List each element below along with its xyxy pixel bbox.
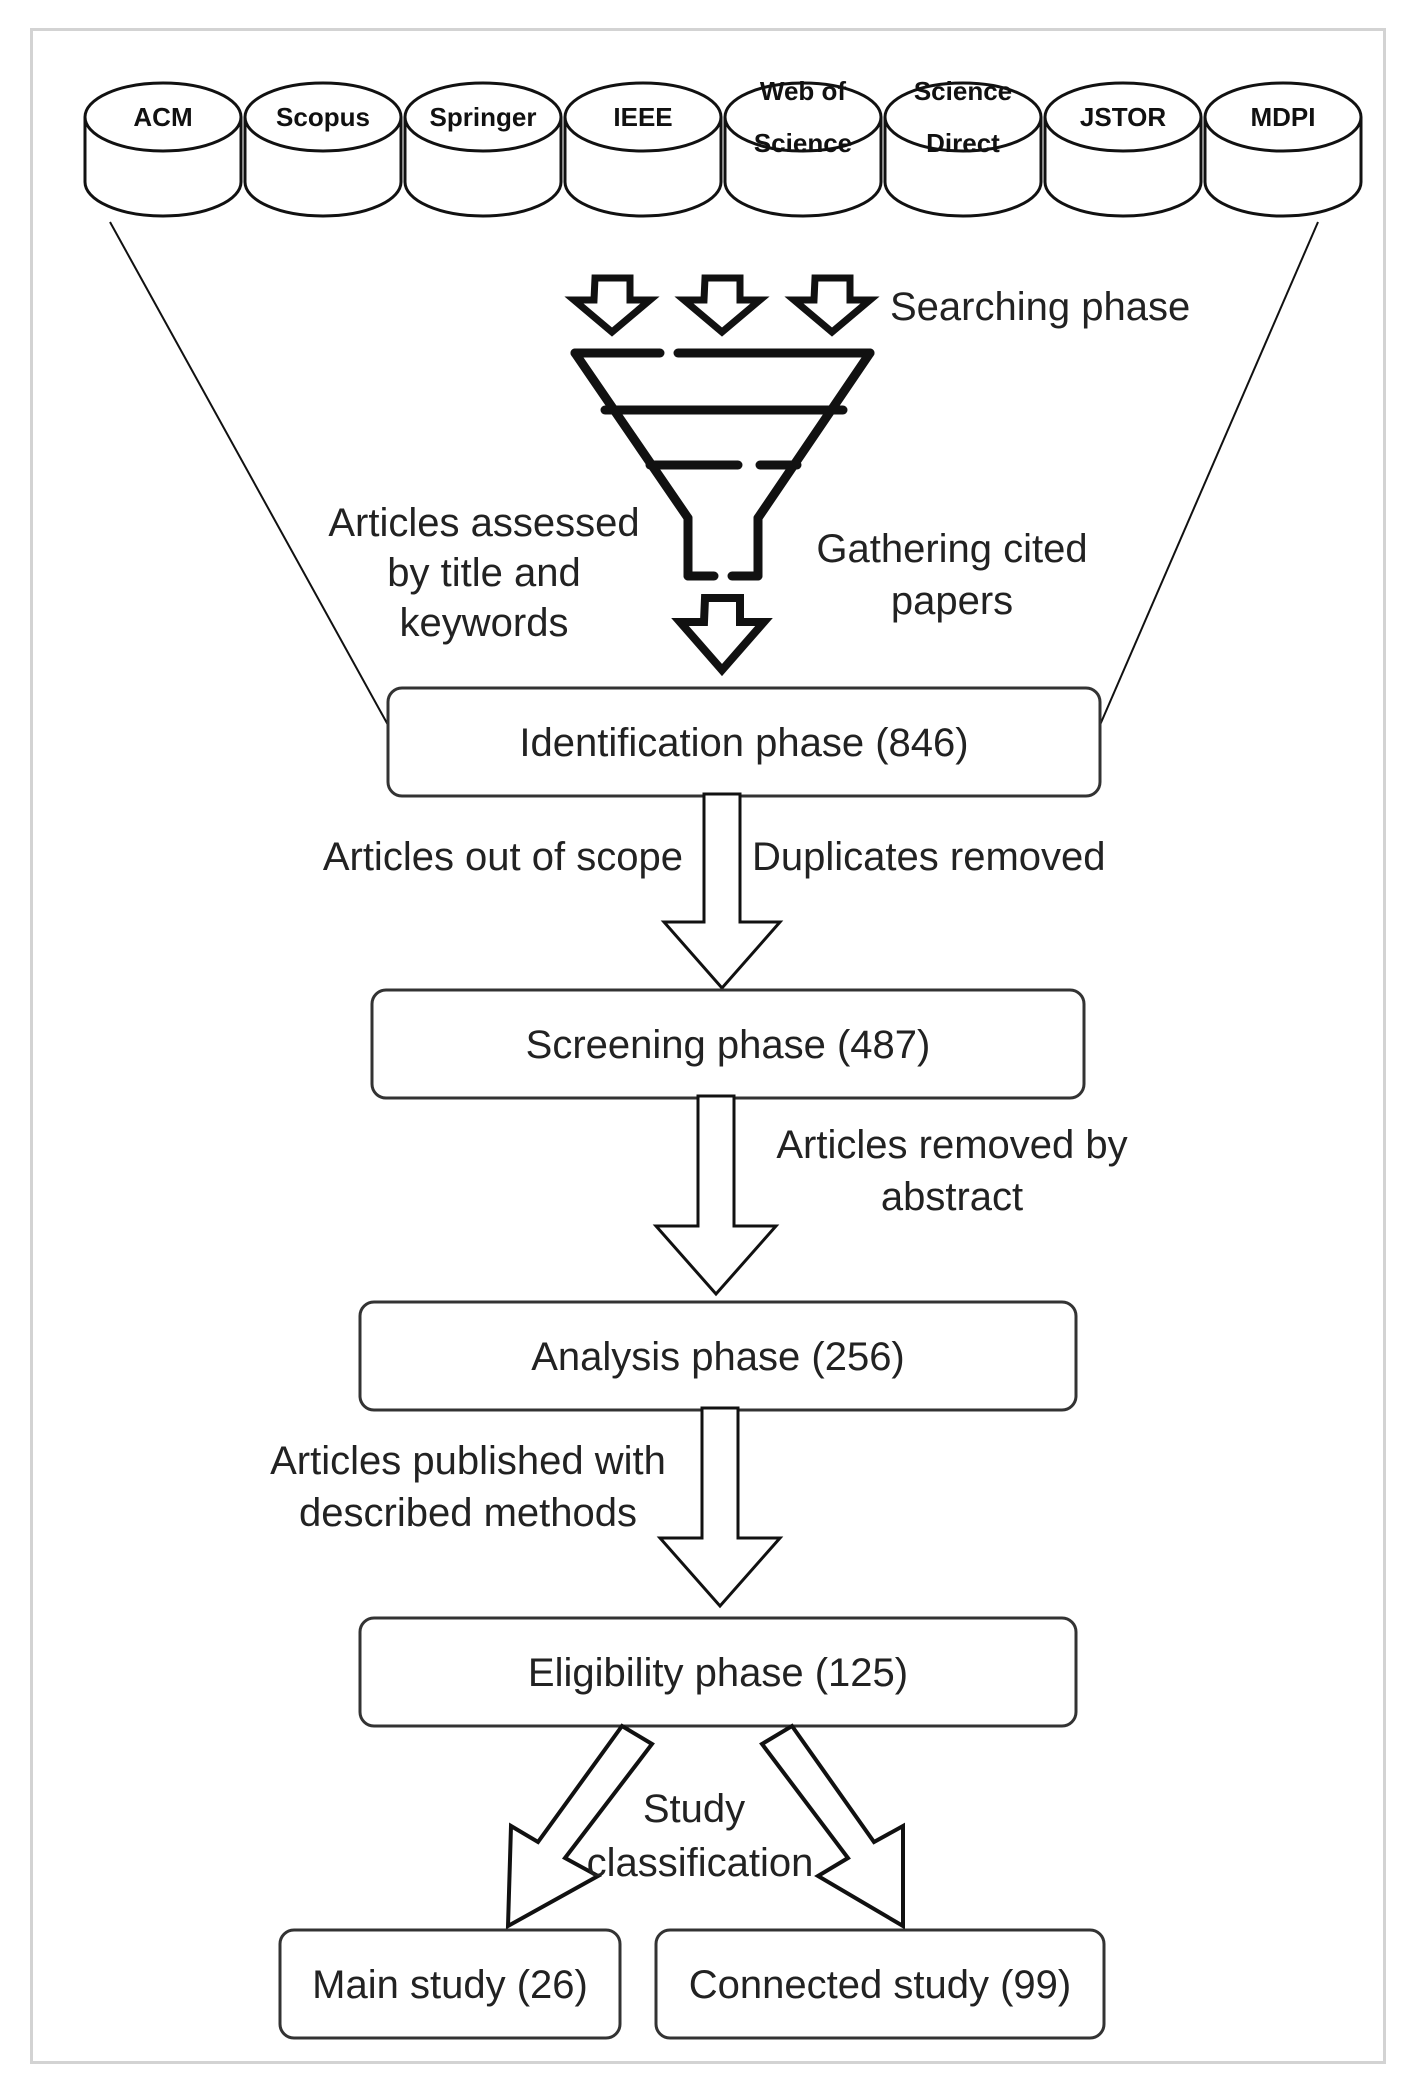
database-label: JSTOR	[1080, 102, 1166, 132]
connected-study-label: Connected study (99)	[689, 1963, 1071, 2007]
published-methods-line: Articles published with	[270, 1439, 666, 1483]
database-label: Web of	[760, 76, 847, 106]
study-classification-line: classification	[587, 1841, 814, 1885]
down-arrow-icon	[564, 274, 660, 337]
down-arrow-icon	[674, 274, 770, 337]
database-label: Science	[754, 128, 852, 158]
main-study-label: Main study (26)	[312, 1963, 588, 2007]
connected-study-box: Connected study (99)	[654, 1928, 1106, 2040]
out-of-scope-label: Articles out of scope	[323, 835, 683, 879]
assessed-label-line: keywords	[400, 601, 569, 645]
database-springer: Springer	[403, 81, 563, 218]
removed-by-abstract-line: abstract	[881, 1175, 1023, 1219]
flow-arrow-icon	[652, 1094, 780, 1297]
database-label: Science	[914, 76, 1012, 106]
database-science-direct: Science Direct	[883, 76, 1043, 218]
database-jstor: JSTOR	[1043, 81, 1203, 218]
database-acm: ACM	[83, 81, 243, 218]
analysis-label: Analysis phase (256)	[531, 1335, 905, 1379]
database-label: IEEE	[613, 102, 672, 132]
database-label: MDPI	[1251, 102, 1316, 132]
published-methods-line: described methods	[299, 1491, 637, 1535]
screening-label: Screening phase (487)	[526, 1023, 931, 1067]
right-split-arrow-icon	[759, 1723, 905, 1930]
eligibility-box: Eligibility phase (125)	[358, 1616, 1078, 1728]
eligibility-label: Eligibility phase (125)	[528, 1651, 908, 1695]
searching-phase-label: Searching phase	[890, 285, 1190, 329]
funnel-output-arrow-icon	[671, 594, 773, 677]
down-arrow-icon	[784, 274, 880, 337]
funnel-icon	[570, 348, 875, 581]
gathering-label-line: papers	[891, 579, 1013, 623]
converge-line-right	[1099, 221, 1319, 726]
flow-arrow-icon	[660, 792, 784, 991]
identification-label: Identification phase (846)	[519, 721, 968, 765]
database-label: Springer	[430, 102, 537, 132]
flow-arrow-icon	[656, 1406, 784, 1609]
assessed-label-line: by title and	[387, 551, 580, 595]
database-row: ACM Scopus Springer IEEE Web of Science …	[83, 76, 1363, 218]
search-arrows	[564, 274, 880, 337]
analysis-box: Analysis phase (256)	[358, 1300, 1078, 1412]
converge-line-left	[109, 221, 389, 726]
database-label: ACM	[133, 102, 192, 132]
main-study-box: Main study (26)	[278, 1928, 622, 2040]
identification-box: Identification phase (846)	[386, 686, 1102, 798]
assessed-label-line: Articles assessed	[328, 501, 639, 545]
database-ieee: IEEE	[563, 81, 723, 218]
gathering-label-line: Gathering cited	[816, 527, 1087, 571]
left-split-arrow-icon	[505, 1723, 655, 1930]
database-label: Direct	[926, 128, 1000, 158]
database-web-of-science: Web of Science	[723, 76, 883, 218]
database-scopus: Scopus	[243, 81, 403, 218]
duplicates-removed-label: Duplicates removed	[752, 835, 1106, 879]
database-mdpi: MDPI	[1203, 81, 1363, 218]
screening-box: Screening phase (487)	[370, 988, 1086, 1100]
study-classification-line: Study	[643, 1787, 745, 1831]
removed-by-abstract-line: Articles removed by	[776, 1123, 1127, 1167]
diagram-frame	[30, 28, 1386, 2064]
database-label: Scopus	[276, 102, 370, 132]
